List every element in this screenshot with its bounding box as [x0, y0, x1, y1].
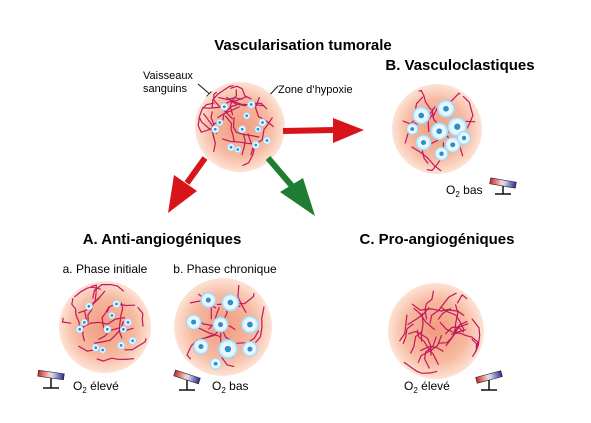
hypoxic-cells: [75, 300, 137, 354]
o2-gauge-c: [475, 370, 503, 391]
pro-angiogenic-tumor: [388, 283, 484, 379]
o2-indicator-b: O2 bas: [446, 177, 517, 199]
vasculoclastic-tumor: [392, 84, 482, 174]
anti-angiogenic-chronic-tumor: [174, 278, 272, 376]
o2-gauge-b: [489, 177, 517, 195]
o2-indicator-a1: O2 élevé: [37, 369, 119, 395]
hypoxic-cells: [406, 99, 471, 161]
phase-initial-label: a. Phase initiale: [63, 262, 148, 276]
hypoxic-cells: [185, 292, 259, 370]
arrow-to-anti-angiogenic: [168, 156, 208, 213]
arrow-to-vasculoclastic: [282, 118, 364, 143]
o2-label-a2: O2 bas: [212, 379, 249, 395]
hypoxia-annotation: Zone d’hypoxie: [278, 84, 353, 96]
phase-chronic-label: b. Phase chronique: [173, 262, 277, 276]
main-tumor: [195, 82, 285, 172]
vessels-annotation-line1: Vaisseaux: [143, 70, 193, 82]
o2-label-b: O2 bas: [446, 183, 483, 199]
tumor-body: [388, 283, 484, 379]
o2-indicator-c: O2 élevé: [404, 370, 503, 395]
o2-gauge-a1: [37, 369, 65, 389]
o2-indicator-a2: O2 bas: [173, 369, 249, 395]
blood-vessels: [399, 290, 481, 374]
arrow-to-pro-angiogenic: [265, 156, 315, 216]
section-a-title: A. Anti-angiogéniques: [83, 231, 242, 248]
section-b-title: B. Vasculoclastiques: [385, 57, 534, 74]
anti-angiogenic-initial-tumor: [59, 281, 151, 373]
diagram-title: Vascularisation tumorale: [214, 37, 392, 54]
o2-gauge-a2: [173, 369, 201, 391]
hypoxic-cells: [211, 100, 271, 153]
o2-label-c: O2 élevé: [404, 379, 450, 395]
section-c-title: C. Pro-angiogéniques: [359, 231, 514, 248]
o2-label-a1: O2 élevé: [73, 379, 119, 395]
vessels-annotation-line2: sanguins: [143, 83, 188, 95]
